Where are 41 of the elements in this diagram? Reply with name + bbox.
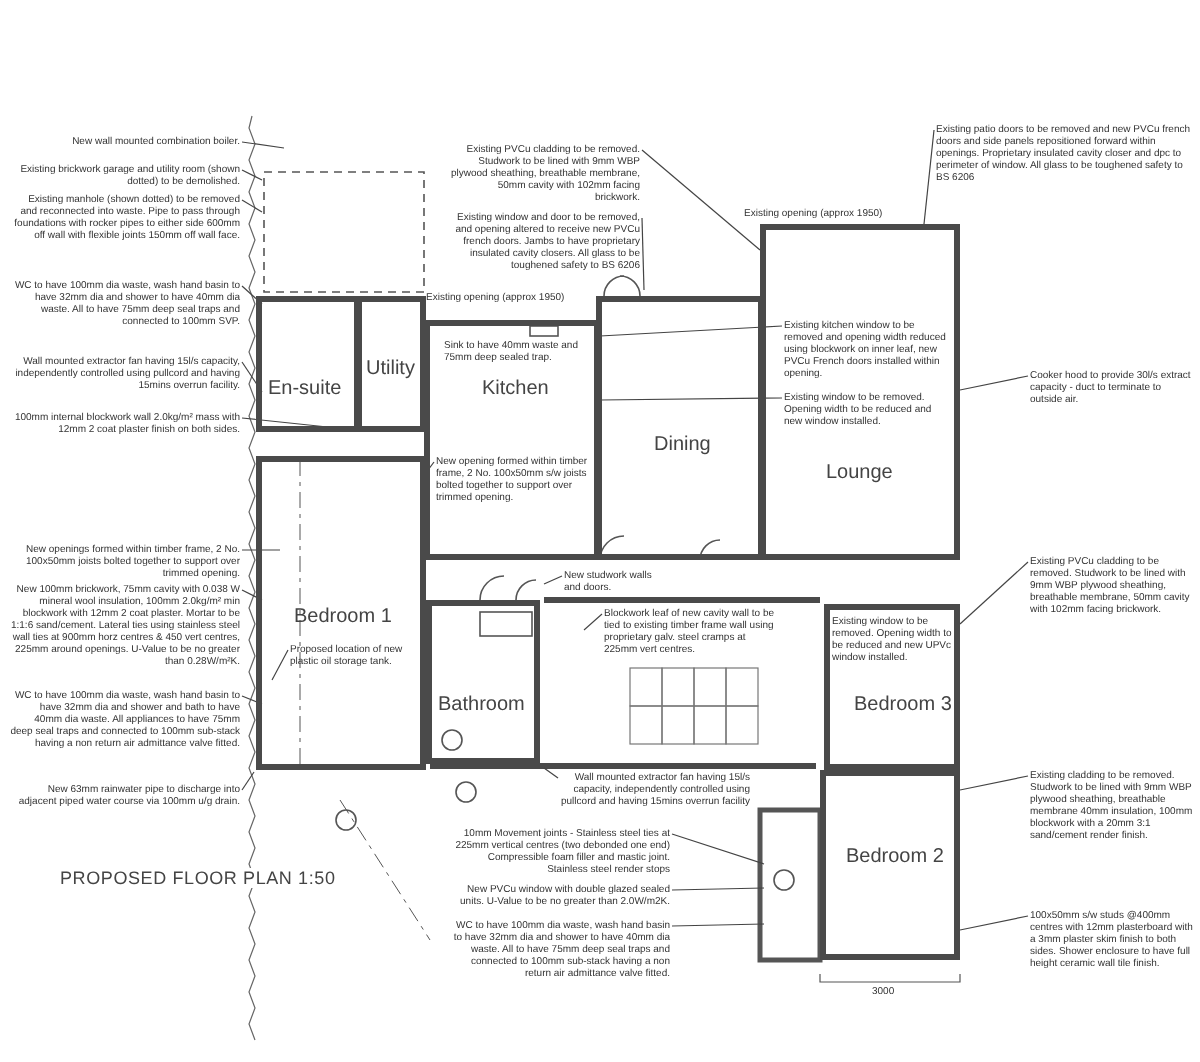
leader-line (543, 767, 559, 779)
leader-line (599, 397, 783, 401)
room-outline (256, 456, 426, 770)
room-label: Bedroom 3 (854, 694, 952, 716)
room-label: Dining (654, 434, 711, 456)
room-label: Bedroom 1 (294, 606, 392, 628)
leader-line (241, 141, 285, 149)
leader-line (543, 575, 563, 585)
leader-line (671, 923, 765, 927)
leader-line (599, 325, 783, 337)
room-outline (356, 296, 426, 432)
leader-line (241, 169, 263, 181)
room-label: Lounge (826, 462, 893, 484)
room-outline (426, 600, 540, 764)
leader-line (671, 833, 765, 865)
room-label: Bathroom (438, 694, 525, 716)
leader-line (671, 887, 765, 891)
room-outline (760, 224, 960, 560)
leader-line (241, 771, 255, 791)
room-outline (820, 770, 960, 960)
room-outline (424, 320, 600, 560)
leader-line (583, 613, 603, 631)
room-label: Utility (366, 358, 415, 380)
leader-line (241, 549, 281, 551)
room-outline (824, 604, 960, 770)
leader-line (641, 149, 761, 251)
room-outline (596, 296, 764, 560)
room-outline (256, 296, 360, 432)
leader-line (923, 129, 935, 225)
leader-line (959, 775, 1029, 791)
leader-line (241, 199, 263, 213)
leader-line (959, 915, 1029, 931)
room-label: Bedroom 2 (846, 846, 944, 868)
leader-line (641, 217, 645, 291)
leader-line (427, 461, 435, 471)
room-label: Kitchen (482, 378, 549, 400)
room-label: En-suite (268, 378, 342, 400)
leader-line (271, 649, 289, 681)
leader-line (959, 375, 1029, 391)
plan-title: PROPOSED FLOOR PLAN 1:50 (60, 868, 336, 888)
leader-line (959, 561, 1029, 625)
